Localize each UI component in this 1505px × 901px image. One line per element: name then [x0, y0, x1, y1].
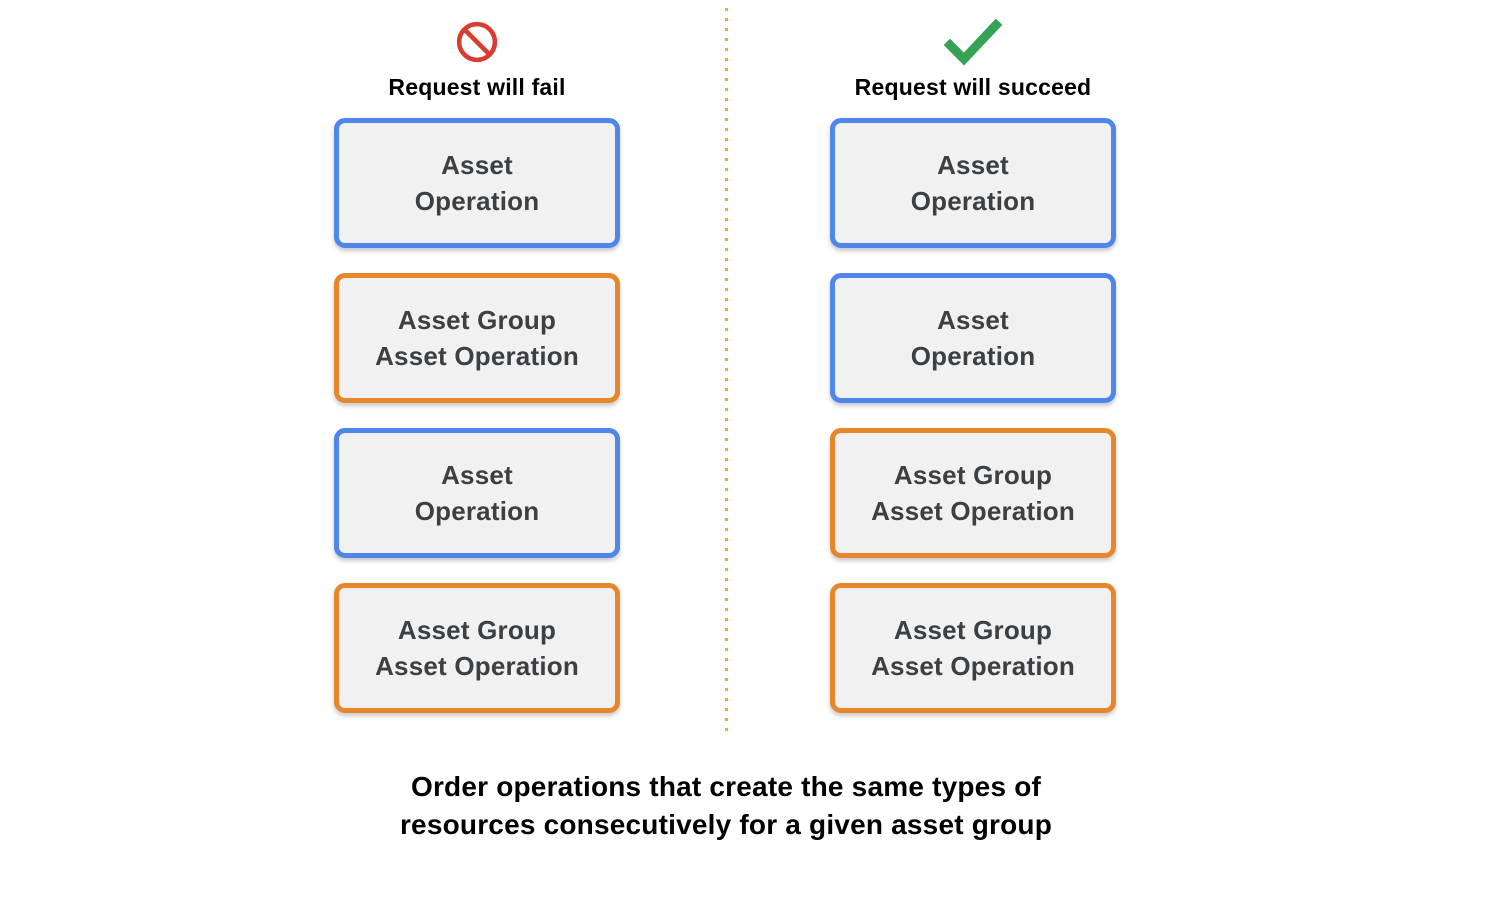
- box-label: Asset Group Asset Operation: [375, 615, 579, 681]
- prohibition-icon: [455, 18, 499, 66]
- column-request-fail: Request will fail Asset Operation Asset …: [334, 14, 620, 738]
- column-divider: [725, 8, 728, 738]
- box-asset-operation: Asset Operation: [830, 118, 1116, 248]
- box-asset-operation: Asset Operation: [334, 428, 620, 558]
- box-label: Asset Group Asset Operation: [375, 305, 579, 371]
- box-label: Asset Operation: [414, 150, 540, 216]
- caption: Order operations that create the same ty…: [0, 768, 1452, 844]
- column-title-fail: Request will fail: [388, 74, 566, 100]
- caption-line-1: Order operations that create the same ty…: [410, 771, 1042, 802]
- box-asset-operation: Asset Operation: [334, 118, 620, 248]
- box-asset-group-asset-operation: Asset Group Asset Operation: [830, 428, 1116, 558]
- caption-line-2: resources consecutively for a given asse…: [399, 809, 1053, 840]
- box-label: Asset Group Asset Operation: [871, 615, 1075, 681]
- column-title-succeed: Request will succeed: [854, 74, 1092, 100]
- box-label: Asset Operation: [910, 150, 1036, 216]
- box-asset-group-asset-operation: Asset Group Asset Operation: [830, 583, 1116, 713]
- checkmark-icon: [944, 18, 1002, 66]
- box-label: Asset Operation: [414, 460, 540, 526]
- box-asset-group-asset-operation: Asset Group Asset Operation: [334, 583, 620, 713]
- column-request-succeed: Request will succeed Asset Operation Ass…: [830, 14, 1116, 738]
- box-label: Asset Operation: [910, 305, 1036, 371]
- box-asset-operation: Asset Operation: [830, 273, 1116, 403]
- box-label: Asset Group Asset Operation: [871, 460, 1075, 526]
- box-asset-group-asset-operation: Asset Group Asset Operation: [334, 273, 620, 403]
